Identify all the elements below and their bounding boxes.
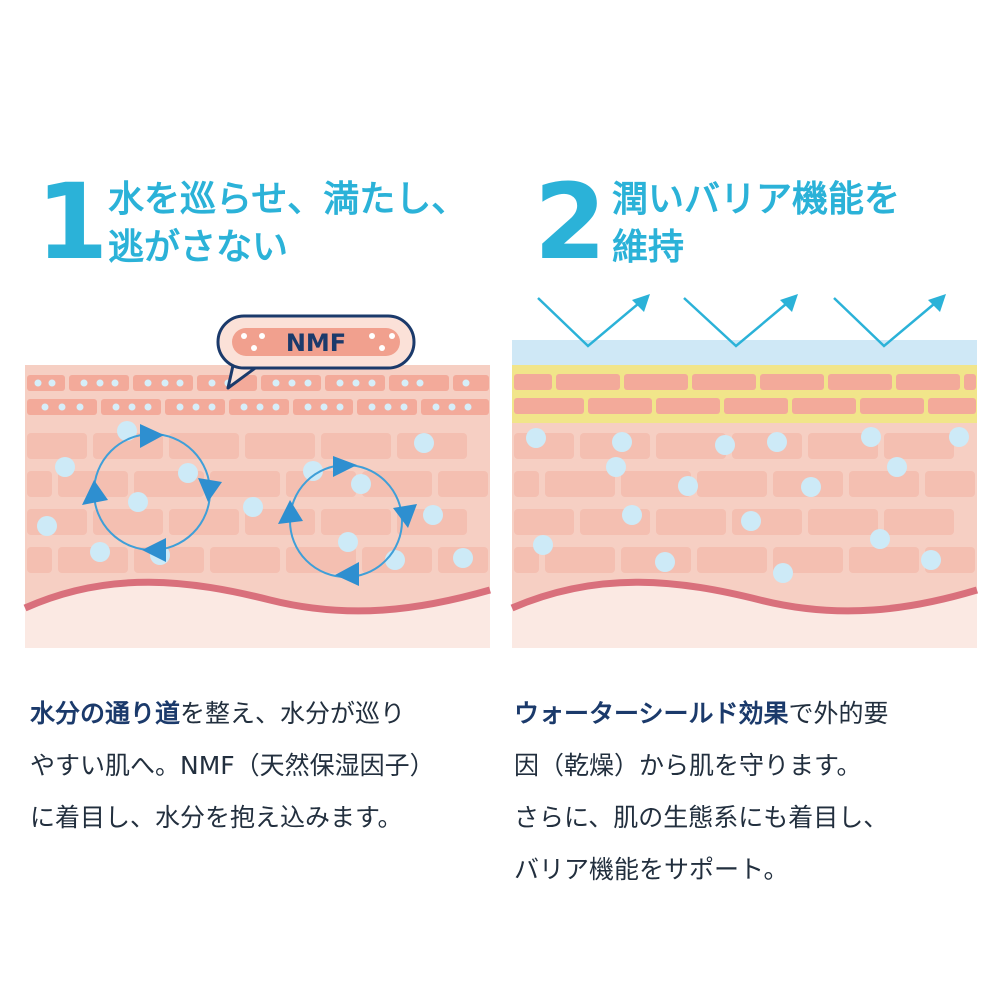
- step-title-line-2: 維持: [612, 227, 685, 268]
- circulation-arrow-heads-left: [82, 424, 222, 562]
- step-description: ウォーターシールド効果で外的要 因（乾燥）から肌を守ります。 さらに、肌の生態系…: [514, 688, 889, 896]
- desc-line-2: 因（乾燥）から肌を守ります。: [514, 751, 862, 780]
- desc-highlight: 水分の通り道: [30, 699, 181, 728]
- desc-highlight: ウォーターシールド効果: [514, 699, 789, 728]
- step-title-line-1: 潤いバリア機能を: [612, 179, 901, 220]
- desc-line-4: バリア機能をサポート。: [514, 855, 789, 884]
- nmf-callout: NMF: [216, 314, 416, 390]
- dermis-line: [510, 578, 979, 615]
- nmf-label: NMF: [286, 329, 346, 357]
- desc-line-3: さらに、肌の生態系にも着目し、: [514, 803, 889, 832]
- step-title: 水を巡らせ、満たし、 逃がさない: [108, 176, 467, 272]
- skin-illustration-barrier: [510, 294, 979, 648]
- step-title-line-1: 水を巡らせ、満たし、: [108, 179, 468, 220]
- step-title-line-2: 逃がさない: [108, 227, 289, 268]
- barrier-bricks: [514, 374, 976, 414]
- circulation-arrow-heads-right: [278, 456, 417, 586]
- step-number: 2: [534, 161, 607, 283]
- panel-barrier-function: 2 潤いバリア機能を 維持: [500, 0, 1000, 1000]
- desc-line-3: に着目し、水分を抱え込みます。: [30, 803, 403, 832]
- desc-line-1: ウォーターシールド効果で外的要: [514, 688, 889, 740]
- skin-illustration-circulation: NMF: [23, 314, 491, 648]
- step-description: 水分の通り道を整え、水分が巡り やすい肌へ。NMF（天然保湿因子） に着目し、水…: [30, 688, 435, 844]
- deflect-arrow-heads: [632, 294, 946, 312]
- desc-line-1-rest: で外的要: [788, 699, 889, 728]
- step-title: 潤いバリア機能を 維持: [612, 176, 900, 272]
- water-droplets: [526, 427, 969, 583]
- desc-line-2: やすい肌へ。NMF（天然保湿因子）: [30, 751, 435, 780]
- deflect-arrows: [537, 297, 935, 348]
- skin-dermis: [512, 582, 977, 648]
- water-shield-layer: [512, 340, 977, 365]
- panel-water-circulation: 1 水を巡らせ、満たし、 逃がさない: [23, 161, 491, 844]
- desc-line-1: 水分の通り道を整え、水分が巡り: [30, 688, 435, 740]
- step-number: 1: [36, 161, 109, 283]
- barrier-layer: [512, 365, 977, 423]
- desc-line-1-rest: を整え、水分が巡り: [180, 699, 406, 728]
- skin-dermis: [25, 582, 490, 648]
- water-droplets: [37, 421, 473, 570]
- dermis-line: [23, 578, 491, 615]
